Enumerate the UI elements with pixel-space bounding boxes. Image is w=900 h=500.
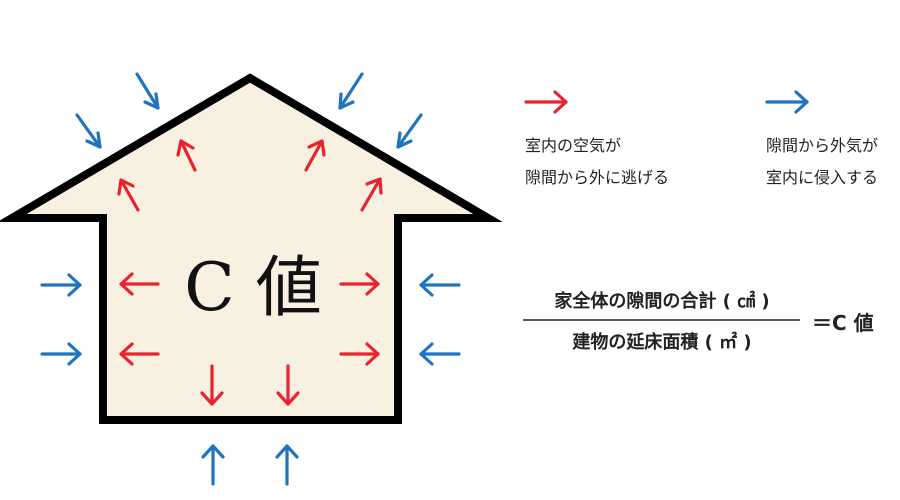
legend-escape-icon bbox=[524, 90, 568, 114]
enter-arrow bbox=[275, 444, 299, 486]
enter-arrow bbox=[396, 113, 423, 149]
escape-arrow bbox=[119, 272, 160, 296]
formula-result: ＝C 値 bbox=[812, 311, 874, 335]
escape-arrow bbox=[117, 178, 140, 212]
enter-arrow bbox=[338, 72, 364, 110]
formula-denominator: 建物の延床面積 ( ㎡ ) bbox=[572, 332, 752, 353]
house-outline bbox=[0, 73, 503, 424]
enter-arrows bbox=[40, 72, 461, 486]
enter-arrow bbox=[419, 342, 461, 366]
escape-arrow bbox=[304, 139, 326, 172]
escape-arrow bbox=[339, 342, 380, 366]
legend-enter-icon bbox=[765, 90, 809, 114]
escape-arrow bbox=[200, 364, 224, 406]
legend-enter-line2: 室内に侵入する bbox=[766, 168, 879, 187]
enter-arrow bbox=[419, 273, 461, 297]
escape-arrow bbox=[276, 364, 300, 406]
legend-escape-line1: 室内の空気が bbox=[525, 136, 622, 155]
enter-arrow bbox=[201, 444, 225, 486]
enter-arrow bbox=[40, 273, 82, 297]
legend-enter-text: 隙間から外気が 室内に侵入する bbox=[766, 130, 878, 194]
legend-escape-text: 室内の空気が 隙間から外に逃げる bbox=[525, 130, 669, 194]
escape-arrows bbox=[117, 139, 383, 406]
legend-escape-line2: 隙間から外に逃げる bbox=[525, 168, 670, 187]
escape-arrow bbox=[119, 342, 160, 366]
escape-arrow bbox=[176, 139, 197, 172]
enter-arrow bbox=[135, 72, 160, 110]
enter-arrow bbox=[40, 342, 82, 366]
legend-enter-line1: 隙間から外気が bbox=[766, 136, 879, 155]
escape-arrow bbox=[339, 272, 380, 296]
formula-numerator: 家全体の隙間の合計 ( ㎠ ) bbox=[554, 291, 770, 312]
center-label: C 値 bbox=[184, 249, 321, 326]
escape-arrow bbox=[360, 177, 383, 212]
enter-arrow bbox=[75, 113, 102, 149]
